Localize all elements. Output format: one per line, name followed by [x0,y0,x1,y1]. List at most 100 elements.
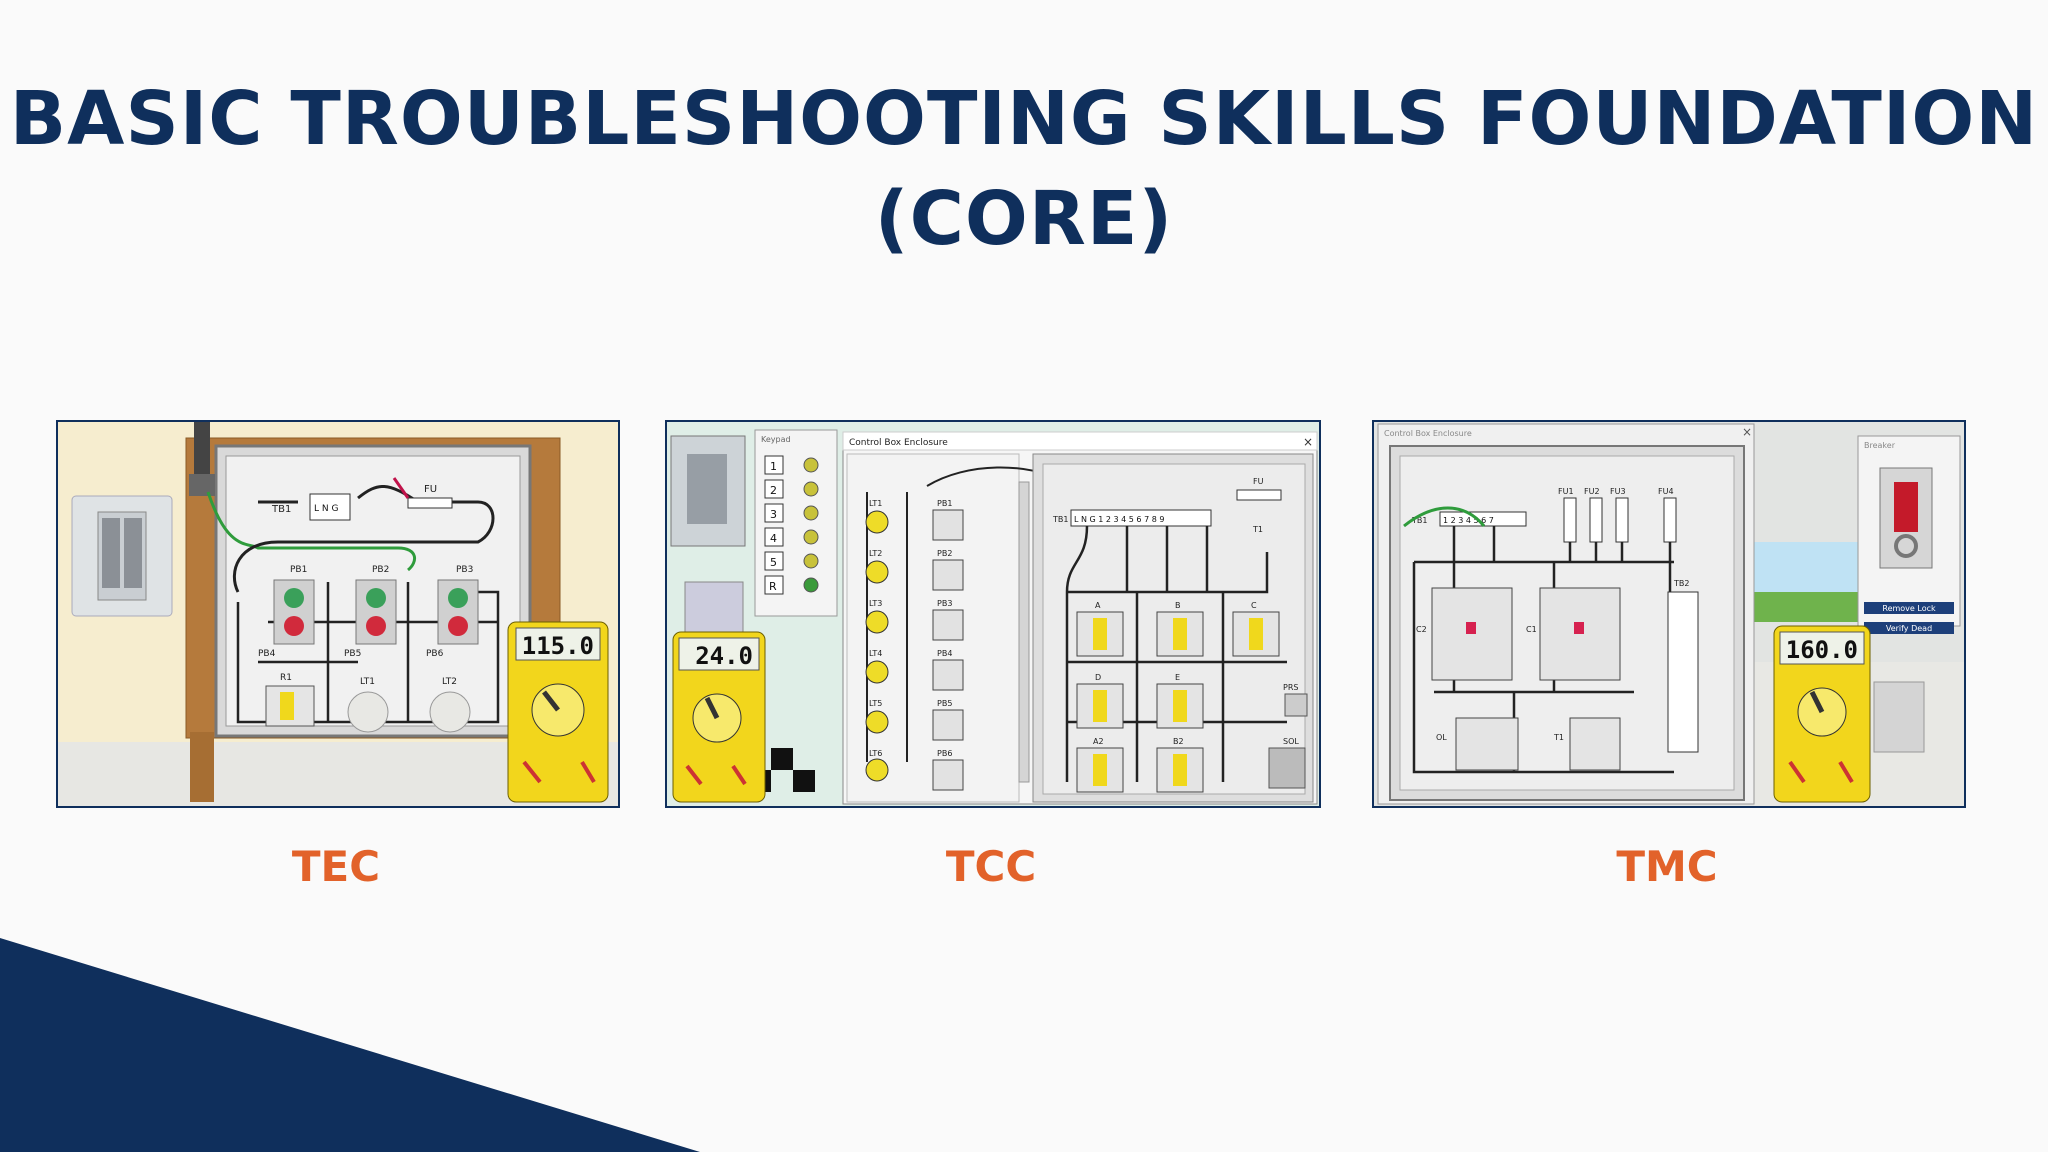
verify-dead-label: Verify Dead [1886,624,1932,633]
tb1-label: TB1 [1411,516,1427,525]
keypad-key-2-label: 2 [770,484,777,497]
lt3-label: LT3 [869,599,882,608]
multimeter-icon[interactable] [507,621,609,803]
trash-can-icon [1873,681,1925,753]
wall-breaker-box-icon [71,495,173,617]
keypad-key-2[interactable] [764,479,784,499]
r1-label: R1 [280,673,292,683]
pb3-label: PB3 [937,599,952,608]
relay-b-label: B [1175,601,1181,610]
pushbutton-pb1[interactable] [273,579,315,645]
breaker-handle-icon[interactable] [1894,482,1918,532]
pilot-light-lt1[interactable] [347,691,389,733]
ol-label: OL [1436,733,1447,742]
lt4-label: LT4 [869,649,882,658]
pb2-label: PB2 [372,565,389,575]
close-icon[interactable]: × [1303,435,1313,449]
keypad-key-4-label: 4 [770,532,777,545]
keypad-key-1[interactable] [764,455,784,475]
pb4-label: PB4 [258,649,276,659]
fu-label: FU [424,484,437,495]
fu2-label: FU2 [1584,487,1600,496]
relay-b2-label: B2 [1173,737,1184,746]
tmc-screenshot: Control Box Enclosure × 1 2 3 4 5 6 7 TB… [1372,420,1966,808]
remove-lock-button[interactable] [1864,602,1954,614]
tb2-label: TB2 [1673,579,1689,588]
keypad-key-r[interactable] [764,575,784,595]
multimeter-icon[interactable] [1773,625,1871,803]
tb1-terminal-labels: 1 2 3 4 5 6 7 [1443,516,1494,525]
pushbutton-pb3[interactable] [437,579,479,645]
tb1-terminal-labels: L N G [314,504,338,514]
t1-label: T1 [1252,525,1263,534]
relay-a-label: A [1095,601,1101,610]
relay-e-label: E [1175,673,1180,682]
caption-tec: TEC [291,842,381,891]
fu3-label: FU3 [1610,487,1626,496]
overload-ol[interactable] [1455,717,1519,771]
relay-a2-label: A2 [1093,737,1104,746]
terminal-strip-tb1 [1070,509,1212,527]
pushbutton-pb2[interactable] [355,579,397,645]
lt5-label: LT5 [869,699,882,708]
lt1-label: LT1 [869,499,882,508]
caption-tmc: TMC [1616,842,1718,891]
terminal-labels: L N G 1 2 3 4 5 6 7 8 9 [1074,515,1164,524]
terminal-strip-tb2 [1667,591,1699,753]
breaker-title: Breaker [1864,441,1896,450]
pb6-label: PB6 [937,749,952,758]
keypad-key-1-label: 1 [770,460,777,473]
t1-label: T1 [1553,733,1564,742]
multimeter-reading: 115.0 [522,632,594,660]
keypad-title: Keypad [761,435,791,444]
tcc-screenshot: Keypad 1 2 3 4 5 R Control Box Enclosure… [665,420,1321,808]
fu1-label: FU1 [1558,487,1574,496]
keypad-key-r-label: R [769,580,777,593]
solenoid-icon[interactable] [1268,747,1306,789]
keypad-keys: 1 2 3 4 5 R [764,455,784,595]
prs-label: PRS [1283,683,1298,692]
fu-label: FU [1253,477,1264,486]
close-icon[interactable]: × [1742,425,1752,439]
control-box-title: Control Box Enclosure [849,438,948,448]
pb6-label: PB6 [426,649,444,659]
relay-d-label: D [1095,673,1101,682]
pb5-label: PB5 [344,649,361,659]
tb1-label: TB1 [1052,515,1068,524]
fuse-icon [1236,489,1282,501]
pressure-switch-icon[interactable] [1284,693,1308,717]
keypad-key-5-label: 5 [770,556,777,569]
pb2-label: PB2 [937,549,952,558]
tec-screenshot: L N G TB1 FU PB1 PB2 PB3 PB4 PB5 PB6 [56,420,620,808]
fu4-label: FU4 [1658,487,1674,496]
pb1-label: PB1 [937,499,952,508]
pb5-label: PB5 [937,699,952,708]
pb4-label: PB4 [937,649,952,658]
sol-label: SOL [1283,737,1299,746]
fuse-icon [407,497,453,509]
keypad-key-3[interactable] [764,503,784,523]
padlock-icon [1894,534,1918,558]
pb1-label: PB1 [290,565,307,575]
keypad-key-4[interactable] [764,527,784,547]
multimeter-reading: 24.0 [695,642,753,670]
verify-dead-button[interactable] [1864,622,1954,634]
c1-label: C1 [1526,625,1537,634]
control-box-title: Control Box Enclosure [1384,429,1472,438]
pilot-light-lt2[interactable] [429,691,471,733]
transformer-t1[interactable] [1569,717,1621,771]
lt6-label: LT6 [869,749,882,758]
multimeter-icon[interactable] [672,631,766,803]
keypad-key-5[interactable] [764,551,784,571]
pb3-label: PB3 [456,565,473,575]
multimeter-reading: 160.0 [1786,636,1858,664]
lt2-label: LT2 [869,549,882,558]
keypad-key-3-label: 3 [770,508,777,521]
slide-title-line1: BASIC TROUBLESHOOTING SKILLS FOUNDATION [9,76,2039,162]
slide-title-line2: (CORE) [874,176,1174,262]
tb1-terminal [309,493,351,521]
lt2-label: LT2 [442,677,457,687]
lt1-label: LT1 [360,677,375,687]
tb1-label: TB1 [271,504,291,515]
c2-label: C2 [1416,625,1427,634]
